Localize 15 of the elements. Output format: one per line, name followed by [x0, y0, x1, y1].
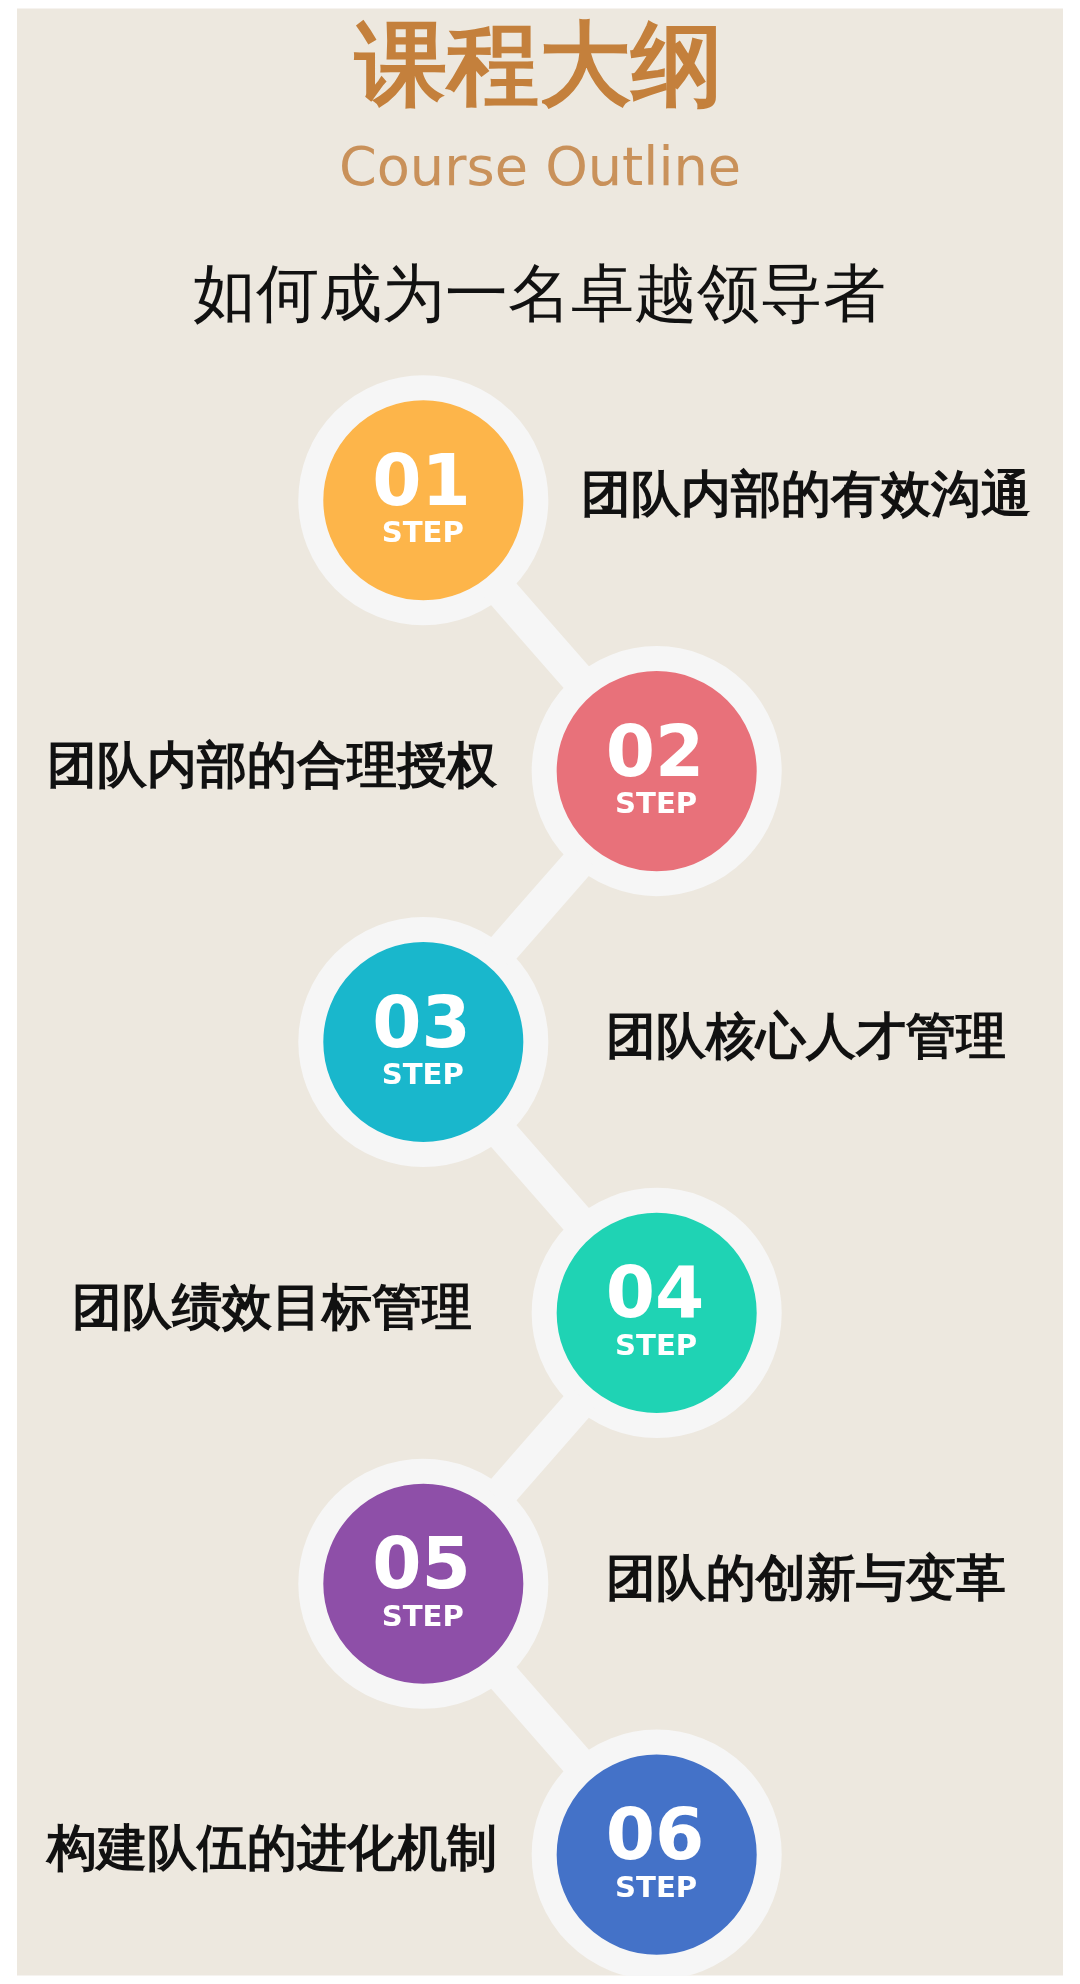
node-label: 团队内部的有效沟通 — [580, 465, 1031, 524]
node-label: 构建队伍的进化机制 — [47, 1819, 498, 1878]
node-circle: 04 STEP — [531, 1187, 782, 1438]
label: 如何成为一名卓越领导者 — [193, 256, 887, 330]
node-label: 团队的创新与变革 — [605, 1548, 1006, 1607]
node-circle: 06 STEP — [531, 1729, 782, 1976]
node-label: 团队绩效目标管理 — [72, 1277, 473, 1336]
node-circle: 02 STEP — [531, 646, 782, 897]
node-label: 团队内部的合理授权 — [47, 735, 498, 794]
node-label: 团队核心人才管理 — [605, 1006, 1006, 1065]
diagram-title: 课程大纲 — [354, 11, 723, 119]
label: Course Outline — [338, 135, 742, 199]
node-circle: 01 STEP — [298, 375, 549, 626]
node-circle: 03 STEP — [298, 917, 549, 1168]
node-circle: 05 STEP — [298, 1458, 549, 1709]
